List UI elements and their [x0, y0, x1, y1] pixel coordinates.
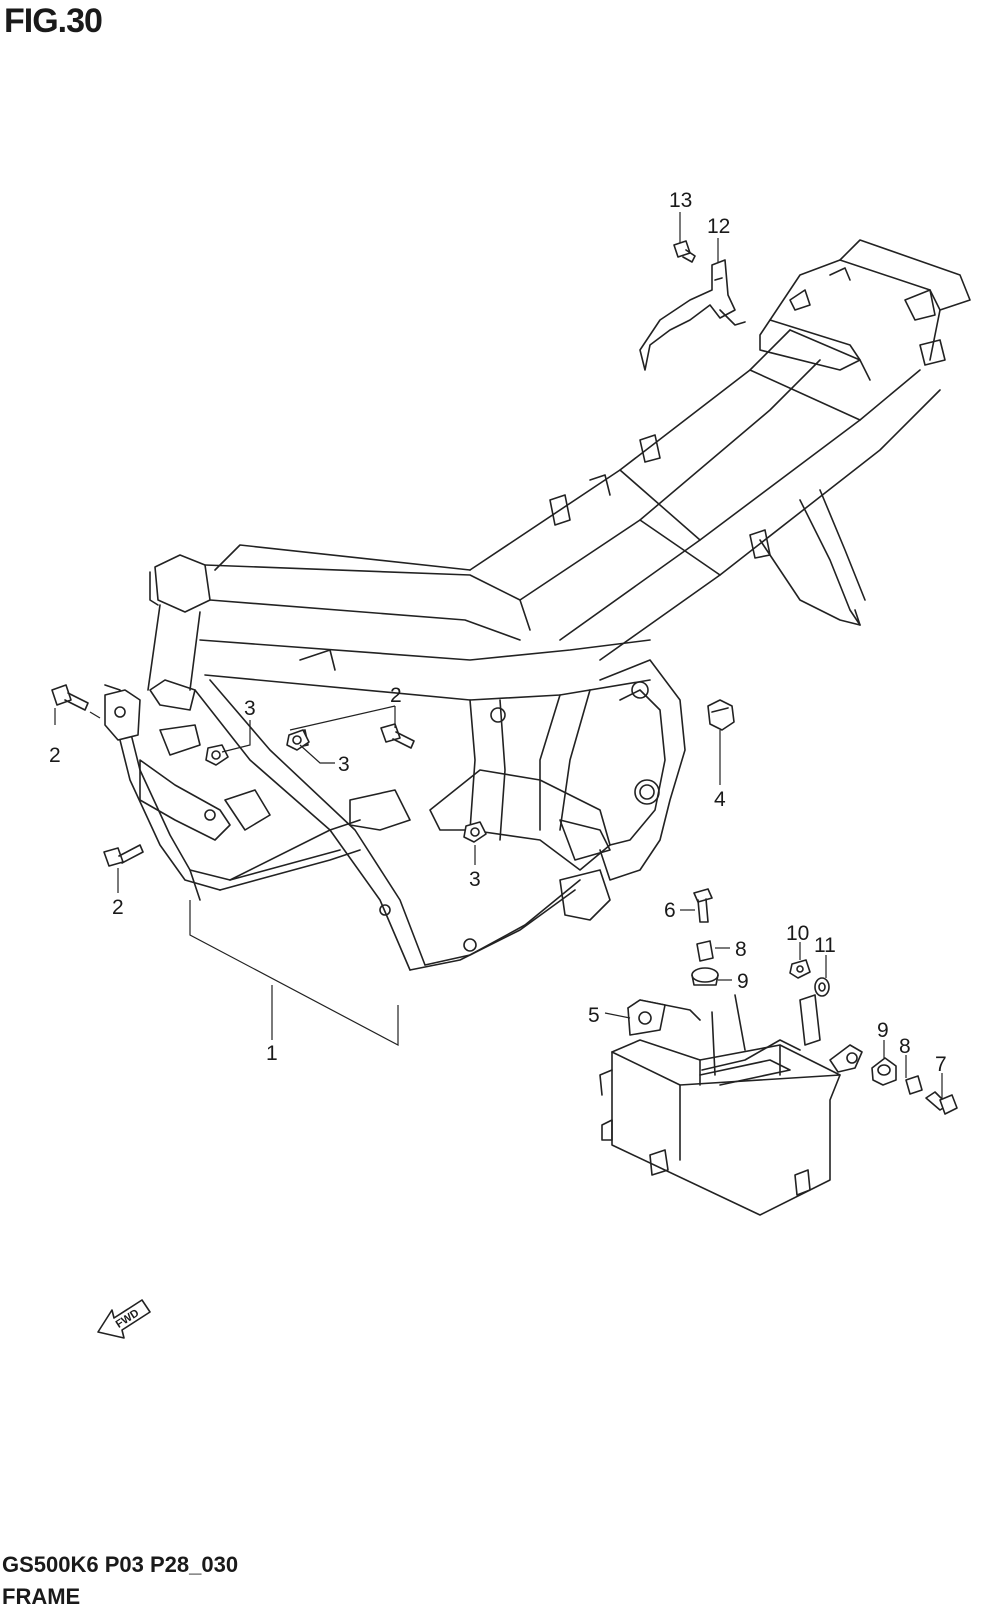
- callout-3-lower: 3: [469, 868, 481, 891]
- plug-4-icon: [707, 699, 735, 731]
- callout-2-lower: 2: [112, 896, 124, 919]
- bolt-13-icon: [673, 240, 696, 263]
- callout-2-middle: 2: [390, 684, 402, 707]
- callout-5: 5: [588, 1004, 600, 1027]
- grommet-9-lower-icon: [871, 1057, 897, 1086]
- bracket-12-icon: [639, 259, 746, 371]
- leader-lines: [54, 212, 943, 1098]
- bolt-7-icon: [925, 1091, 958, 1115]
- collar-8-upper-icon: [696, 940, 714, 962]
- nut-3-upper-icon: [205, 744, 229, 766]
- battery-holder: [599, 994, 863, 1216]
- bolt-2-lower-icon: [103, 844, 144, 867]
- figure-code: GS500K6 P03 P28_030: [2, 1552, 239, 1577]
- collar-8-lower-icon: [905, 1075, 923, 1095]
- callout-9-lower: 9: [877, 1019, 889, 1042]
- callout-13: 13: [669, 189, 692, 212]
- figure-name: FRAME: [2, 1584, 81, 1609]
- bolt-2-middle-icon: [380, 723, 415, 749]
- fwd-arrow-icon: FWD: [97, 1299, 151, 1339]
- grommet-9-upper-icon: [691, 967, 719, 986]
- nut-3-lower-icon: [463, 821, 487, 843]
- bolt-2-left-icon: [51, 684, 89, 711]
- callout-7: 7: [935, 1053, 947, 1076]
- callout-2-left: 2: [49, 744, 61, 767]
- callout-3-middle: 3: [338, 753, 350, 776]
- callout-labels: 13 12 2 3 2 3 4 3 2 1 6 10 11 8 9 5 9 8 …: [49, 189, 947, 1076]
- callout-9-upper: 9: [737, 970, 749, 993]
- nut-10-icon: [789, 959, 811, 979]
- figure-title: FIG.30: [4, 2, 103, 40]
- bolt-6-icon: [693, 888, 713, 923]
- callout-3-upper: 3: [244, 697, 256, 720]
- callout-11: 11: [814, 934, 836, 957]
- callout-4: 4: [714, 788, 726, 811]
- part-1-bracket: [189, 900, 399, 1046]
- callout-8-lower: 8: [899, 1035, 911, 1058]
- callout-12: 12: [707, 215, 730, 238]
- callout-8-upper: 8: [735, 938, 747, 961]
- callout-6: 6: [664, 899, 676, 922]
- main-frame: [104, 239, 971, 971]
- washer-11-icon: [814, 977, 830, 997]
- nut-3-middle-icon: [286, 729, 310, 751]
- callout-1: 1: [266, 1042, 278, 1065]
- callout-10: 10: [786, 922, 809, 945]
